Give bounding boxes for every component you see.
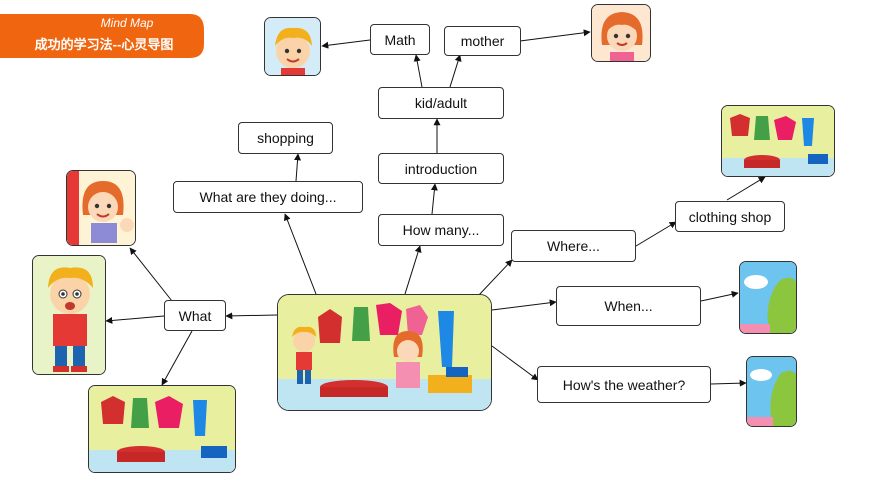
boy-portrait-icon[interactable]: [32, 255, 106, 375]
node-when[interactable]: When...: [556, 286, 701, 326]
sky-tree-weather: [747, 357, 796, 426]
arrow-kid-math: [413, 54, 423, 88]
node-where[interactable]: Where...: [511, 230, 636, 262]
title-banner: Mind Map 成功的学习法--心灵导图: [0, 12, 205, 60]
arrow-center-howmany: [404, 245, 422, 295]
arrow-what-shop: [161, 330, 193, 386]
arrow-kid-mother: [449, 54, 462, 88]
shop-scene-icon[interactable]: [721, 105, 835, 177]
node-mother[interactable]: mother: [444, 26, 521, 56]
shop-scene-icon[interactable]: [88, 385, 236, 473]
sky-tree-icon[interactable]: [746, 356, 797, 427]
node-math[interactable]: Math: [370, 24, 430, 55]
mother-face-icon: [592, 5, 650, 61]
banner-subtitle: 成功的学习法--心灵导图: [34, 37, 174, 52]
central-scene-illustration: [278, 295, 491, 410]
node-what[interactable]: What: [164, 300, 226, 331]
node-how-many[interactable]: How many...: [378, 214, 504, 246]
banner-title: Mind Map: [100, 16, 154, 30]
arrow-center-weather: [491, 345, 539, 381]
arrow-math-boy: [321, 39, 371, 49]
clothing-shop-scene: [722, 106, 834, 176]
central-shop-scene-icon[interactable]: [277, 294, 492, 411]
boy-portrait-icon[interactable]: [264, 17, 321, 76]
arrow-howmany-intro: [430, 183, 438, 215]
boy-face-icon: [265, 18, 320, 75]
node-hows-the-weather[interactable]: How's the weather?: [537, 366, 711, 403]
girl-portrait-icon[interactable]: [66, 170, 136, 246]
sky-tree-when: [740, 262, 796, 333]
node-what-are-they-doing[interactable]: What are they doing...: [173, 181, 363, 213]
node-kid-adult[interactable]: kid/adult: [378, 87, 504, 119]
arrow-center-doing: [284, 213, 317, 295]
arrow-clothing-shop: [726, 176, 766, 201]
arrow-center-where: [477, 259, 513, 297]
arrow-what-boy: [105, 315, 165, 324]
banner-shape: [0, 14, 204, 58]
arrow-when-sky: [700, 290, 739, 302]
boy-standing-icon: [33, 256, 105, 374]
arrow-what-girl: [129, 247, 173, 302]
arrow-doing-shopping: [294, 153, 302, 182]
girl-waving-icon: [67, 171, 135, 245]
arrow-center-when: [491, 299, 557, 311]
arrow-center-what: [225, 312, 278, 320]
shop-scene-bottom: [89, 386, 235, 472]
sky-tree-icon[interactable]: [739, 261, 797, 334]
arrow-mother-girl: [519, 29, 591, 42]
arrow-where-clothing: [635, 221, 677, 247]
node-clothing-shop[interactable]: clothing shop: [675, 201, 785, 232]
girl-portrait-icon[interactable]: [591, 4, 651, 62]
node-introduction[interactable]: introduction: [378, 153, 504, 184]
node-shopping[interactable]: shopping: [238, 122, 333, 154]
arrow-weather-sky: [710, 379, 747, 387]
